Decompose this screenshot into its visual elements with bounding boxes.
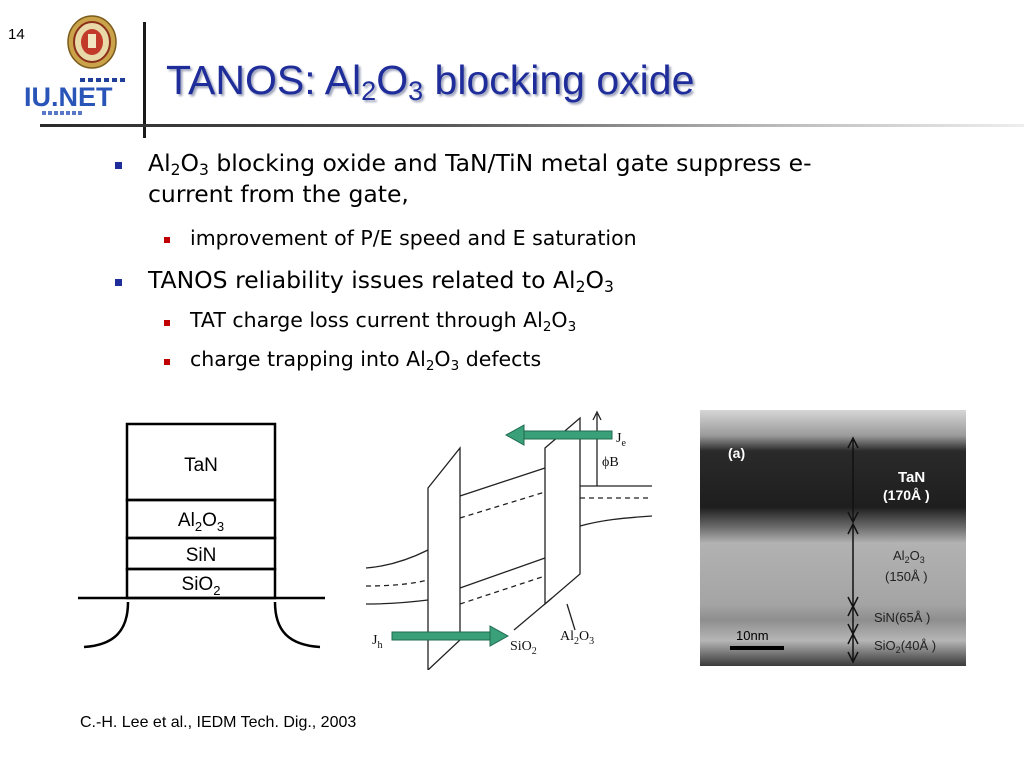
stack-sio2-label: SiO2	[182, 574, 221, 598]
tem-al2o3-thickness: (150Å )	[885, 569, 928, 584]
tem-sio2-label: SiO2(40Å )	[874, 638, 936, 655]
bullet-marker	[115, 279, 122, 286]
al2o3-band-label: Al2O3	[560, 629, 594, 647]
sub-bullet-marker	[164, 359, 170, 365]
band-diagram: Je ϕB Jh SiO2 Al2O3	[365, 410, 653, 670]
stack-al2o3-label: Al2O3	[178, 510, 224, 534]
jh-label: Jh	[372, 633, 382, 651]
tem-panel-label: (a)	[728, 445, 745, 461]
tem-tan-thickness: (170Å )	[883, 487, 930, 503]
sub-bullet-marker	[164, 320, 170, 326]
je-label: Je	[616, 431, 626, 449]
slide-title: TANOS: Al2O3 blocking oxide	[166, 57, 695, 106]
university-seal-icon	[67, 15, 117, 69]
slide-number: 14	[8, 26, 25, 43]
sub-bullet-item: improvement of P/E speed and E saturatio…	[190, 226, 637, 250]
tem-al2o3-label: Al2O3	[893, 548, 925, 565]
sub-bullet-marker	[164, 237, 170, 243]
tem-scale-bar-label: 10nm	[736, 628, 769, 643]
hole-current-arrow	[391, 625, 510, 647]
sub-bullet-item: TAT charge loss current through Al2O3	[190, 308, 577, 335]
tem-sin-label: SiN(65Å )	[874, 610, 930, 625]
title-divider-vertical	[143, 22, 146, 138]
phi-label: ϕB	[602, 455, 619, 470]
stack-tan-label: TaN	[184, 455, 218, 476]
iu-net-logo: IU.NET	[24, 78, 125, 115]
title-divider-horizontal	[40, 124, 1024, 127]
gate-stack-diagram: TaN Al2O3 SiN SiO2	[78, 422, 325, 649]
tem-tan-label: TaN	[898, 469, 925, 486]
bullet-item: Al2O3 blocking oxide and TaN/TiN metal g…	[148, 149, 812, 208]
sio2-band-label: SiO2	[510, 639, 537, 657]
electron-current-arrow	[504, 424, 613, 446]
bullet-marker	[115, 162, 122, 169]
citation: C.-H. Lee et al., IEDM Tech. Dig., 2003	[80, 714, 357, 731]
logo-text: IU.NET	[24, 82, 113, 112]
bullet-item: TANOS reliability issues related to Al2O…	[148, 266, 614, 296]
tem-cross-section-image: (a) TaN (170Å ) Al2O3 (150Å ) SiN(65Å ) …	[700, 410, 966, 666]
sub-bullet-item: charge trapping into Al2O3 defects	[190, 347, 542, 374]
stack-sin-label: SiN	[186, 545, 217, 566]
